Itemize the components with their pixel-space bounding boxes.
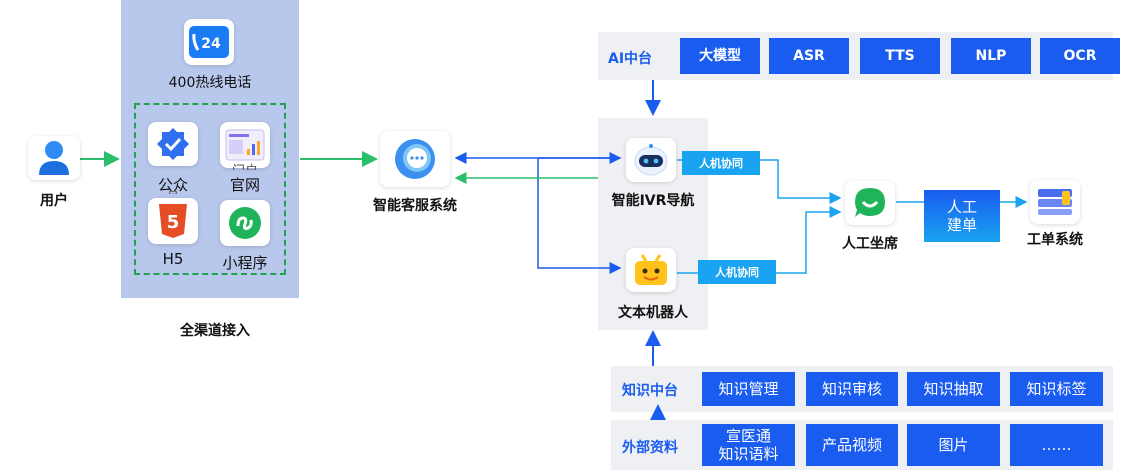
ai-platform-label: AI中台 xyxy=(608,51,653,67)
wechat-official-icon xyxy=(148,122,198,166)
ai-item-ocr: OCR xyxy=(1040,38,1120,74)
ai-item-tts: TTS xyxy=(860,38,940,74)
agent-label: 人工坐席 xyxy=(842,236,898,252)
guanwang-label: 官网 xyxy=(220,174,270,195)
build-ticket-label: 人工建单 xyxy=(946,198,977,234)
knowledge-platform-label: 知识中台 xyxy=(622,383,678,399)
build-ticket-box: 人工建单 xyxy=(924,190,1000,242)
miniprogram-label: 小程序 xyxy=(222,254,268,272)
text-bot-collab-tag: 人机协同 xyxy=(698,260,776,284)
gongzhong-label: 公众 xyxy=(157,176,188,194)
external-item-more: …… xyxy=(1010,424,1103,466)
chat-bubble-icon xyxy=(380,131,450,187)
knowledge-item-manage: 知识管理 xyxy=(702,372,795,406)
text-bot-icon xyxy=(626,248,676,292)
ai-item-llm: 大模型 xyxy=(680,38,760,74)
knowledge-item-extract: 知识抽取 xyxy=(907,372,1000,406)
miniprogram-icon xyxy=(220,200,270,246)
website-icon xyxy=(220,122,270,168)
knowledge-item-review: 知识审核 xyxy=(806,372,898,406)
user-label: 用户 xyxy=(40,193,68,209)
knowledge-item-tags: 知识标签 xyxy=(1010,372,1103,406)
guanwang-overlap-label: 门户 xyxy=(220,160,270,170)
channel-footer-label: 全渠道接入 xyxy=(180,323,250,339)
ticket-system-label: 工单系统 xyxy=(1027,232,1083,248)
hotline-label: 400热线电话 xyxy=(168,75,252,91)
agent-chat-icon xyxy=(845,181,895,225)
external-label: 外部资料 xyxy=(622,440,678,456)
external-item-corpus: 宣医通 知识语料 xyxy=(702,424,795,466)
ai-item-asr: ASR xyxy=(769,38,849,74)
external-item-image: 图片 xyxy=(907,424,1000,466)
ivr-collab-tag: 人机协同 xyxy=(682,151,760,175)
phone-24h-icon: 24 xyxy=(184,19,234,65)
h5-label: H5 xyxy=(162,250,184,268)
svg-text:5: 5 xyxy=(167,212,180,233)
gongzhong-overlap-label: 号 xyxy=(148,188,198,194)
channel-dashed-box xyxy=(134,103,286,275)
cs-to-textbot-arrow xyxy=(537,158,622,274)
external-item-video: 产品视频 xyxy=(806,424,898,466)
ticket-system-icon xyxy=(1030,180,1080,224)
ivr-label: 智能IVR导航 xyxy=(611,193,695,209)
ai-item-nlp: NLP xyxy=(951,38,1031,74)
smart-cs-label: 智能客服系统 xyxy=(373,198,457,214)
html5-icon: 5 xyxy=(148,198,198,244)
text-bot-label: 文本机器人 xyxy=(618,305,688,321)
user-icon xyxy=(28,136,80,180)
robot-icon xyxy=(626,138,676,182)
svg-text:24: 24 xyxy=(201,36,221,52)
